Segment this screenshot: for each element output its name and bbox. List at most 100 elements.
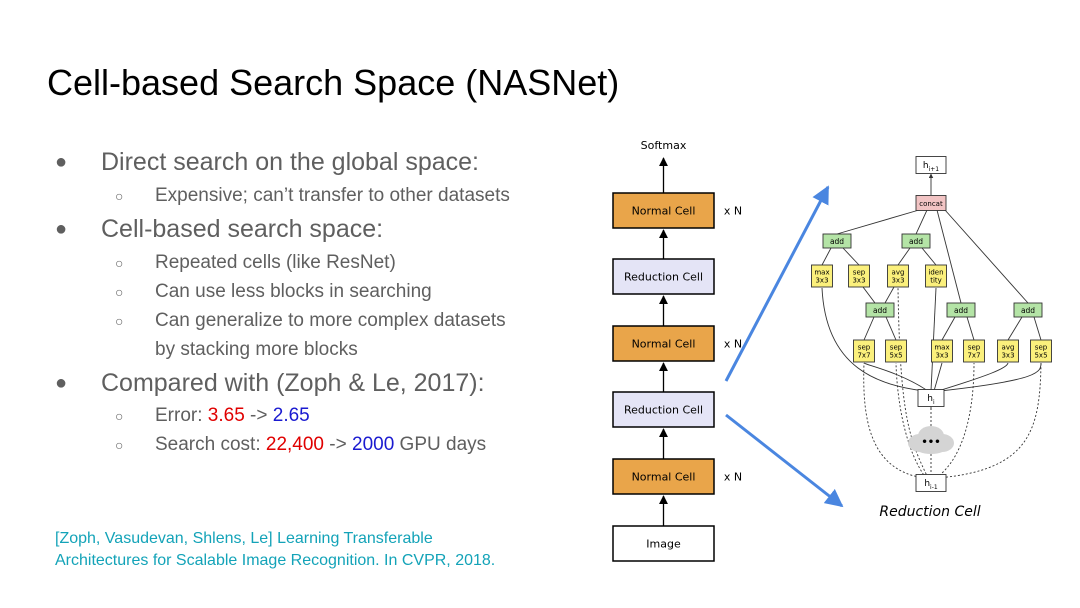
sub-bullet-icon: ○ (115, 284, 124, 300)
slide-title: Cell-based Search Space (NASNet) (47, 62, 620, 103)
edge (930, 287, 937, 392)
sub-bullet-icon: ○ (115, 188, 124, 204)
error-label: Error: (155, 405, 208, 426)
op-label: 5x5 (889, 351, 902, 359)
edge (863, 316, 875, 341)
op-label: max (814, 268, 829, 276)
zoom-arrow (724, 185, 830, 382)
add-node (822, 233, 852, 249)
edge (821, 247, 832, 266)
hi-node (917, 389, 945, 407)
edge (895, 362, 927, 479)
edge (939, 362, 1042, 392)
op-label: sep (858, 343, 871, 351)
edge (884, 286, 895, 304)
bullet-icon: ● (55, 218, 68, 240)
cell-box (612, 325, 715, 362)
add-node (901, 233, 931, 249)
cell-box (612, 458, 715, 495)
sub-bullet-text: Expensive; can’t transfer to other datas… (155, 185, 510, 206)
bullet-text: Direct search on the global space: (101, 148, 479, 176)
bullet-icon: ● (55, 151, 68, 173)
add-label: add (1021, 306, 1035, 315)
op-label: sep (853, 268, 866, 276)
hprev-node (915, 474, 947, 492)
softmax-label: Softmax (641, 139, 687, 152)
edge (915, 209, 928, 235)
op-label: 7x7 (857, 351, 870, 359)
op-label: max (934, 343, 949, 351)
new-error-value: 2.65 (272, 405, 310, 426)
op-node (848, 264, 870, 288)
op-node (1030, 339, 1052, 363)
op-label: 3x3 (815, 276, 828, 284)
cell-label: Normal Cell (632, 205, 696, 218)
sub-bullet-text: by stacking more blocks (155, 339, 358, 360)
new-cost-value: 2000 (352, 434, 395, 455)
op-label: 3x3 (852, 276, 865, 284)
bullet-text: Cell-based search space: (101, 215, 384, 243)
edge (897, 247, 911, 266)
cell-label: Normal Cell (632, 471, 696, 484)
cell-label: Normal Cell (632, 338, 696, 351)
add-node (865, 302, 895, 318)
sub-bullet-icon: ○ (115, 255, 124, 271)
cell-label: Reduction Cell (624, 271, 703, 284)
cell-label: Image (646, 538, 681, 551)
zoom-arrows (724, 185, 844, 508)
cloud-shape (915, 440, 947, 454)
op-node (811, 264, 833, 288)
edge (935, 362, 975, 479)
op-label: 3x3 (1001, 351, 1014, 359)
op-label: sep (890, 343, 903, 351)
sub-bullet-icon: ○ (115, 408, 124, 424)
reference-line: Architectures for Scalable Image Recogni… (55, 552, 496, 569)
op-node (925, 264, 947, 288)
old-error-value: 3.65 (207, 405, 245, 426)
cell-box (612, 391, 715, 428)
add-label: add (954, 306, 968, 315)
edge (937, 362, 1009, 392)
cost-unit: GPU days (394, 434, 487, 455)
edge (1007, 316, 1023, 341)
op-label: avg (892, 268, 905, 276)
old-cost-value: 22,400 (265, 434, 325, 455)
concat-label: concat (919, 200, 943, 208)
reference-citation: [Zoph, Vasudevan, Shlens, Le] Learning T… (55, 528, 495, 572)
sub-bullet-text: Search cost: 22,400 -> 2000 GPU days (155, 432, 486, 458)
op-label: 5x5 (1034, 351, 1047, 359)
op-node (963, 339, 985, 363)
add-node (1013, 302, 1043, 318)
edge (863, 362, 925, 479)
edge (842, 247, 860, 266)
sub-bullet-text: Can use less blocks in searching (155, 281, 432, 302)
bullet-icon: ● (55, 372, 68, 394)
repeat-label: x N (724, 338, 742, 351)
edge (836, 209, 920, 235)
op-label: tity (930, 276, 942, 284)
reference-line: [Zoph, Vasudevan, Shlens, Le] Learning T… (55, 530, 433, 547)
edge (1033, 316, 1042, 341)
op-node (997, 339, 1019, 363)
op-label: iden (928, 268, 943, 276)
op-label: sep (1035, 343, 1048, 351)
cost-label: Search cost: (155, 434, 266, 455)
op-node (887, 264, 909, 288)
add-label: add (873, 306, 887, 315)
arrow-text: -> (324, 434, 352, 455)
repeat-label: x N (724, 205, 742, 218)
add-label: add (909, 237, 923, 246)
edge (936, 209, 962, 304)
edge (937, 362, 1042, 479)
arrow-text: -> (244, 405, 273, 426)
edge (941, 316, 956, 341)
op-label: 3x3 (891, 276, 904, 284)
cell-box (612, 258, 715, 295)
edge (966, 316, 975, 341)
op-node (885, 339, 907, 363)
bullet-text: Compared with (Zoph & Le, 2017): (101, 369, 485, 397)
